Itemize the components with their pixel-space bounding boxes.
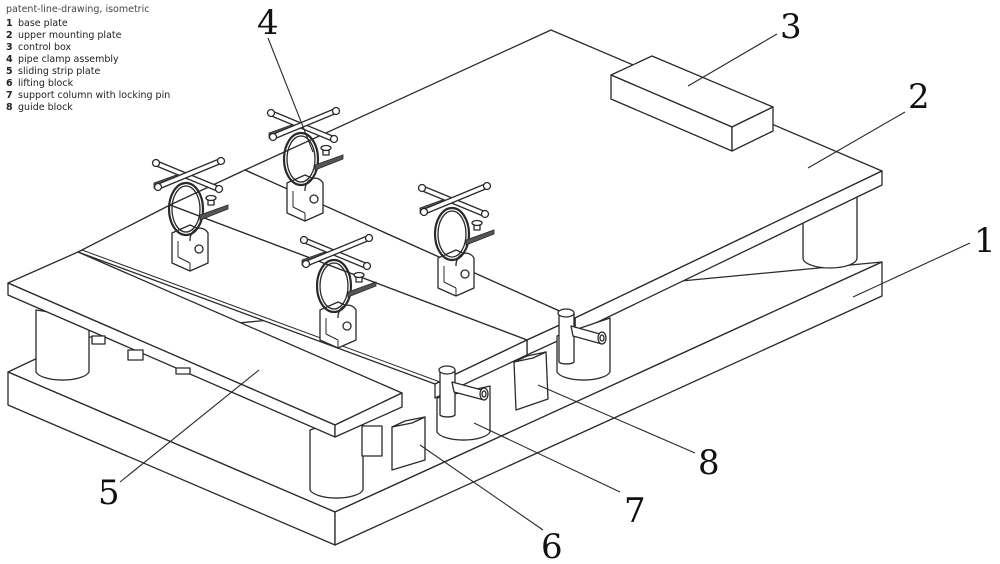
legend-item: 7 support column with locking pin [6, 90, 211, 102]
legend-number: 6 [6, 78, 13, 89]
legend-part: base plate [18, 18, 68, 29]
callout-7: 7 [624, 491, 646, 531]
legend-part: lifting block [18, 78, 74, 89]
locking-pin-right [557, 308, 607, 365]
leader-5 [119, 369, 260, 483]
leader-2 [807, 111, 906, 169]
callout-8: 8 [698, 443, 720, 483]
legend-number: 3 [6, 42, 13, 53]
callout-6: 6 [541, 527, 563, 564]
legend-part: sliding strip plate [18, 66, 101, 77]
leader-4 [267, 37, 314, 153]
legend-number: 8 [6, 102, 13, 113]
figure-type: patent-line-drawing [6, 4, 100, 15]
legend-number: 1 [6, 18, 13, 29]
reference-numbers: 1 2 3 4 5 6 7 8 [98, 3, 996, 564]
legend-number: 4 [6, 54, 13, 65]
legend-item: 8 guide block [6, 102, 211, 114]
legend-part: guide block [18, 102, 73, 113]
support-column-front-right [309, 411, 364, 499]
guide-block [513, 351, 549, 411]
leader-7 [473, 422, 621, 493]
support-column-front-left [35, 309, 90, 381]
callout-5: 5 [98, 473, 120, 513]
callout-4: 4 [257, 3, 279, 43]
leader-1 [852, 242, 971, 298]
figure-view: isometric [105, 4, 150, 15]
leader-3 [687, 33, 778, 87]
legend-part: pipe clamp assembly [18, 54, 119, 65]
leader-8 [537, 384, 696, 454]
legend-item: 6 lifting block [6, 78, 211, 90]
legend-item: 4 pipe clamp assembly [6, 54, 211, 66]
legend-item: 2 upper mounting plate [6, 30, 211, 42]
leader-6 [419, 444, 544, 531]
legend-number: 5 [6, 66, 13, 77]
legend-number: 2 [6, 30, 13, 41]
callout-3: 3 [780, 7, 802, 47]
figure-meta: patent-line-drawing, isometric [6, 4, 150, 15]
leader-lines [119, 33, 971, 531]
legend-item: 5 sliding strip plate [6, 66, 211, 78]
lifting-block [391, 416, 426, 471]
underside-brackets [91, 335, 383, 457]
legend-number: 7 [6, 90, 13, 101]
legend-item: 1 base plate [6, 18, 211, 30]
sliding-strip-plate [7, 251, 403, 438]
callout-1: 1 [974, 221, 996, 261]
parts-legend: patent-line-drawing, isometric 1 base pla… [6, 4, 211, 114]
legend-part: upper mounting plate [18, 30, 122, 41]
legend-part: support column with locking pin [18, 90, 171, 101]
locking-pin-front [438, 365, 489, 418]
callout-2: 2 [908, 77, 930, 117]
legend-part: control box [18, 42, 72, 53]
legend-item: 3 control box [6, 42, 211, 54]
control-box [610, 55, 774, 152]
